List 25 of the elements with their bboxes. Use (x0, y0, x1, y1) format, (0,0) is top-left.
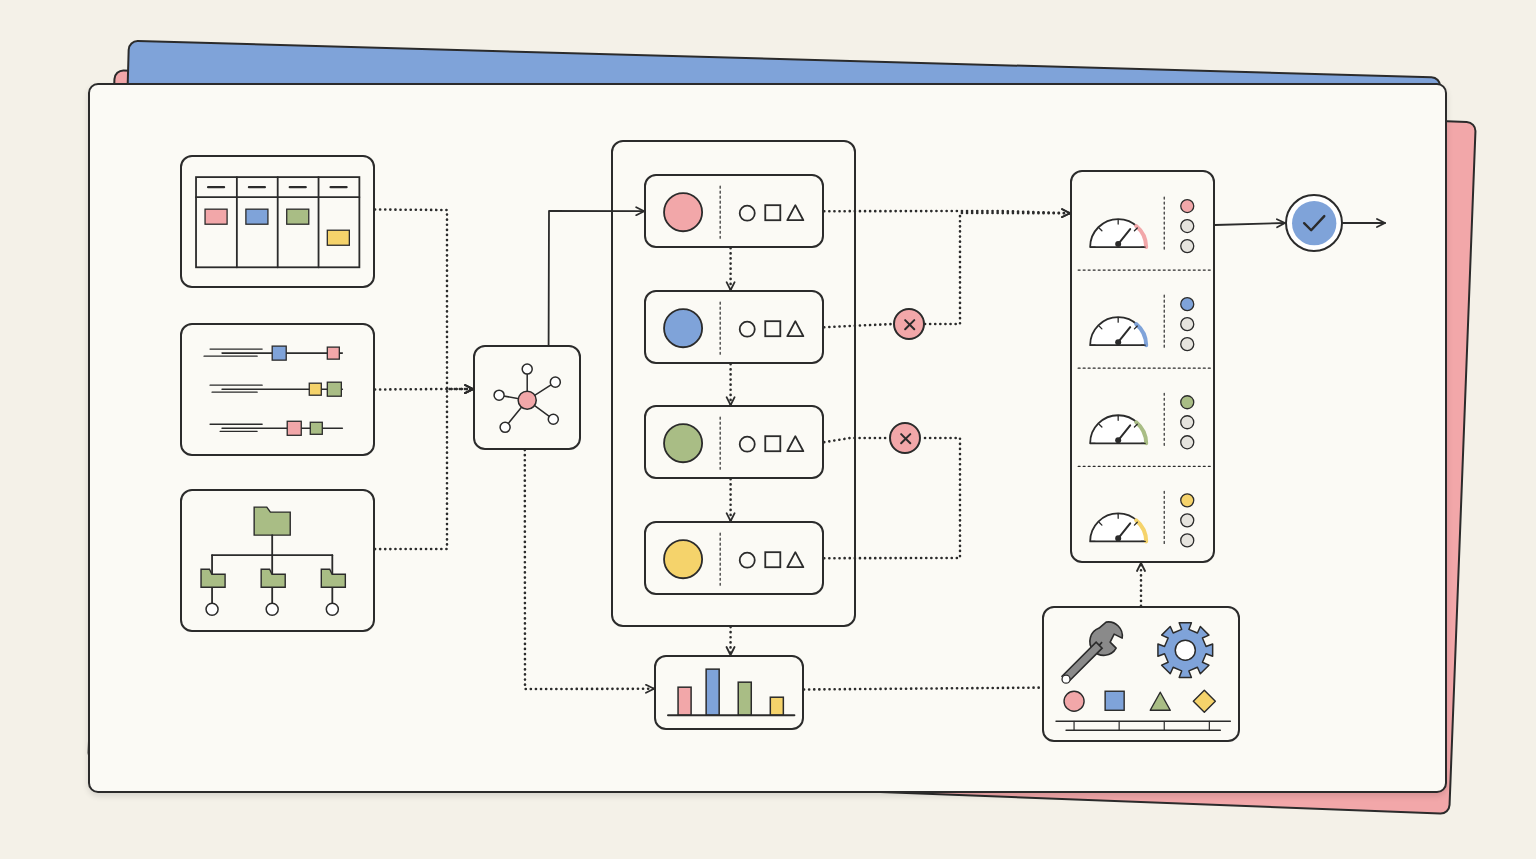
arrow (373, 384, 475, 551)
arrow (725, 362, 736, 407)
connector-line (822, 322, 895, 329)
arrow (547, 206, 646, 346)
card (473, 345, 581, 450)
arrow (725, 246, 736, 292)
card (180, 155, 375, 288)
arrow (1214, 218, 1286, 229)
container-panel (611, 140, 856, 627)
arrow (523, 448, 656, 694)
arrow (1136, 561, 1146, 608)
arrow (725, 625, 736, 657)
arrow (1342, 218, 1386, 228)
card (644, 521, 824, 595)
card (654, 655, 804, 730)
arrow (923, 208, 1072, 326)
arrow (725, 477, 736, 523)
card (180, 323, 375, 456)
card (180, 489, 375, 632)
card (644, 174, 824, 248)
card (1042, 606, 1240, 742)
card (644, 290, 824, 364)
gauge-panel (1070, 170, 1215, 563)
card (644, 405, 824, 479)
connector-line (822, 436, 962, 560)
